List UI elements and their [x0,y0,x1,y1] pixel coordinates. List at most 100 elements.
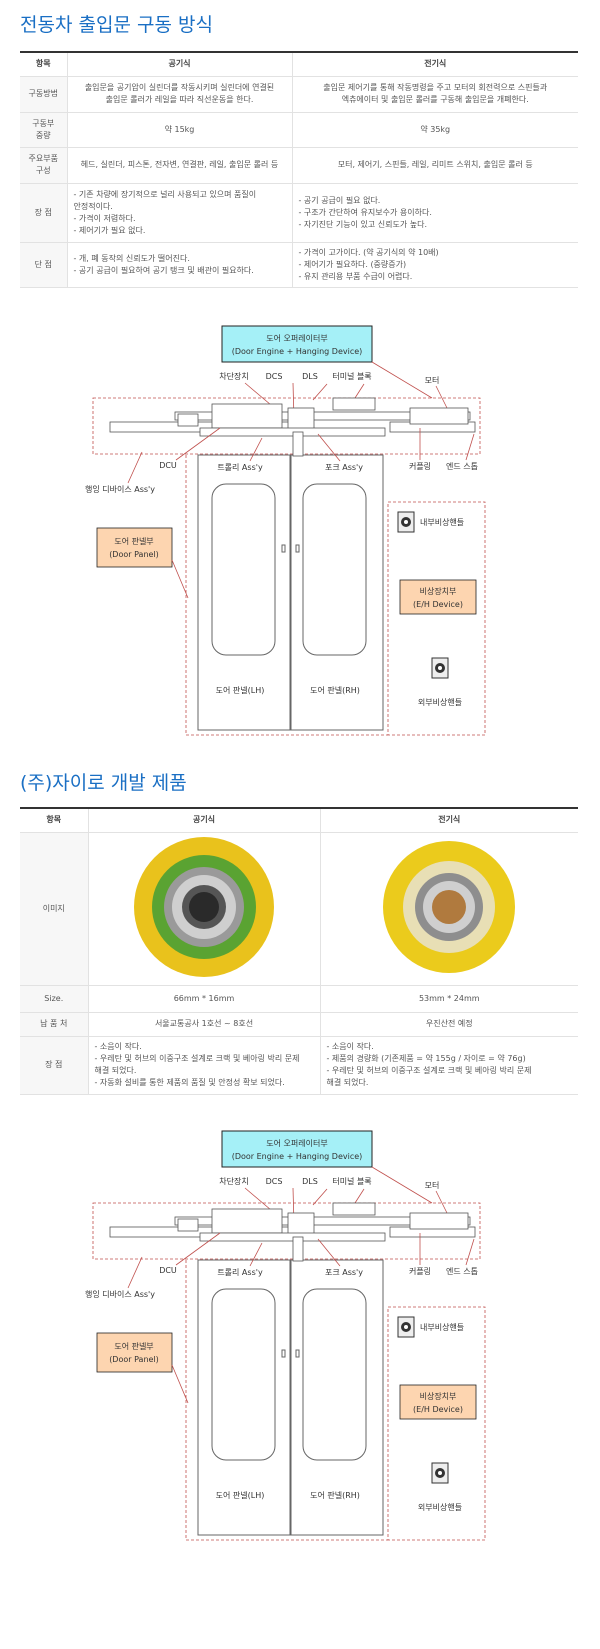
row-label: 구동방법 [20,75,68,113]
label-fork: 포크 Ass'y [325,463,363,472]
door-panel-subtitle: (Door Panel) [109,550,159,559]
row-label: 납 품 처 [20,1011,89,1037]
text-line: - 공기 공급이 필요 없다. [298,195,381,205]
door-panel-box [96,527,173,568]
product-table: 항목 공기식 전기식 이미지 [20,807,578,1095]
operator-mechanism [109,1202,476,1262]
header-air: 공기식 [87,807,321,833]
label-dcu: DCU [159,461,177,470]
drive-method-table: 항목 공기식 전기식 구동방법 출입문을 공기압이 실린더를 작동시키며 실린더… [20,51,578,288]
label-endstop: 엔드 스톱 [446,1266,478,1276]
operator-mechanism [109,397,476,457]
electric-cell: - 가격이 고가이다. (약 공기식의 약 10배) - 제어기가 필요하다. (… [291,241,578,288]
label-inner-handle: 내부비상핸들 [420,1322,464,1332]
row-label: 단 점 [20,241,68,288]
label-inner-handle: 내부비상핸들 [420,517,464,527]
text-line: 안정적이다. [73,201,113,211]
text-line: - 가격이 고가이다. (약 공기식의 약 10배) [298,247,439,257]
door-panel-box [96,1332,173,1373]
text-line: - 제품의 경량화 (기존제품 = 약 155g / 자이로 = 약 76g) [326,1054,526,1063]
inner-handle-icon [397,511,415,533]
text-line: - 제어기가 필요하다. (중량증가) [298,259,407,269]
row-label: 장 점 [20,1035,89,1095]
label-motor: 모터 [425,1181,440,1190]
outer-handle-icon [431,1462,449,1484]
table-row: 납 품 처 서울교통공사 1호선 ~ 8호선 우진산전 예정 [20,1011,578,1037]
electric-wheel-image [319,831,578,986]
air-cell: 서울교통공사 1호선 ~ 8호선 [87,1011,321,1037]
inner-handle-icon [397,1316,415,1338]
operator-title: 도어 오퍼레이터부 [266,1138,327,1148]
header-electric: 전기식 [291,51,578,77]
text-line: - 우레탄 및 허브의 이중구조 설계로 크랙 및 베아링 박리 문제 [326,1066,532,1075]
electric-cell: 우진산전 예정 [319,1011,578,1037]
text-line: - 유지 관리용 부품 수급이 어렵다. [298,271,413,281]
label-outer-handle: 외부비상핸들 [418,1502,462,1512]
row-label: Size. [20,984,89,1013]
label-fork: 포크 Ass'y [325,1268,363,1277]
eh-device-box [399,579,477,615]
label-hanging: 행잉 디바이스 Ass'y [85,1289,155,1299]
electric-wheel-icon [383,840,516,973]
section-title-products: (주)자이로 개발 제품 [20,772,187,794]
air-cell: 66mm * 16mm [87,984,321,1013]
eh-device-title: 비상장치부 [420,1391,457,1401]
outer-handle-icon [431,657,449,679]
air-cell: 헤드, 실린더, 피스톤, 전자변, 연결판, 레일, 출입문 롤러 등 [66,146,293,184]
label-cutoff: 차단장치 [219,1176,248,1186]
operator-title: 도어 오퍼레이터부 [266,333,327,343]
air-wheel-image [87,831,321,986]
label-door-rh: 도어 판넬(RH) [310,1490,360,1500]
door-system-diagram: 도어 오퍼레이터부 (Door Engine + Hanging Device)… [0,320,600,740]
text-line: - 개, 폐 동작의 신뢰도가 떨어진다. [73,253,190,263]
section-title-drive-method: 전동차 출입문 구동 방식 [20,14,213,36]
text-line: - 공기 공급이 필요하여 공기 탱크 및 배관이 필요하다. [73,265,254,275]
label-door-lh: 도어 판넬(LH) [216,1490,265,1500]
door-panel-title: 도어 판넬부 [114,536,153,546]
label-door-rh: 도어 판넬(RH) [310,685,360,695]
label-dls: DLS [302,372,318,381]
eh-device-box [399,1384,477,1420]
label-coupling: 커플링 [409,1266,431,1276]
label-trolley: 트롤리 Ass'y [217,1268,263,1277]
air-cell: - 개, 폐 동작의 신뢰도가 떨어진다. - 공기 공급이 필요하여 공기 탱크… [66,241,293,288]
label-dcs: DCS [266,372,283,381]
label-hanging: 행잉 디바이스 Ass'y [85,484,155,494]
door-panels [197,454,384,731]
text-line: 해결 되었다. [326,1078,369,1087]
operator-subtitle: (Door Engine + Hanging Device) [232,1152,363,1161]
text-line: - 구조가 간단하여 유지보수가 용이하다. [298,207,432,217]
text-line: - 자동화 설비를 통한 제품의 품질 및 안정성 확보 되었다. [94,1078,285,1087]
text-line: 주요부품 [28,154,58,163]
door-panels [197,1259,384,1536]
label-endstop: 엔드 스톱 [446,461,478,471]
header-item: 항목 [20,51,68,77]
text-line: - 자기진단 기능이 있고 신뢰도가 높다. [298,219,428,229]
text-line: - 소음이 작다. [94,1042,142,1051]
eh-device-title: 비상장치부 [420,586,457,596]
eh-device-subtitle: (E/H Device) [413,600,463,609]
header-item: 항목 [20,807,89,833]
text-line: 출입문을 공기압이 실린더를 작동시키며 실린더에 연결된 [84,83,275,92]
text-line: 해결 되었다. [94,1066,137,1075]
electric-cell: - 공기 공급이 필요 없다. - 구조가 간단하여 유지보수가 용이하다. - 자… [291,182,578,243]
label-dls: DLS [302,1177,318,1186]
table-row: 이미지 [20,831,578,986]
operator-box [221,1130,373,1168]
air-wheel-icon [134,836,274,977]
electric-cell: 약 35kg [291,111,578,148]
text-line: 출입문 제어기를 통해 작동명령을 주고 모터의 회전력으로 스핀들과 [323,83,548,92]
table-row: 단 점 - 개, 폐 동작의 신뢰도가 떨어진다. - 공기 공급이 필요하여 공… [20,241,578,288]
door-panel-subtitle: (Door Panel) [109,1355,159,1364]
label-motor: 모터 [425,376,440,385]
text-line: - 우레탄 및 허브의 이중구조 설계로 크랙 및 베아링 박리 문제 [94,1054,300,1063]
operator-box [221,325,373,363]
